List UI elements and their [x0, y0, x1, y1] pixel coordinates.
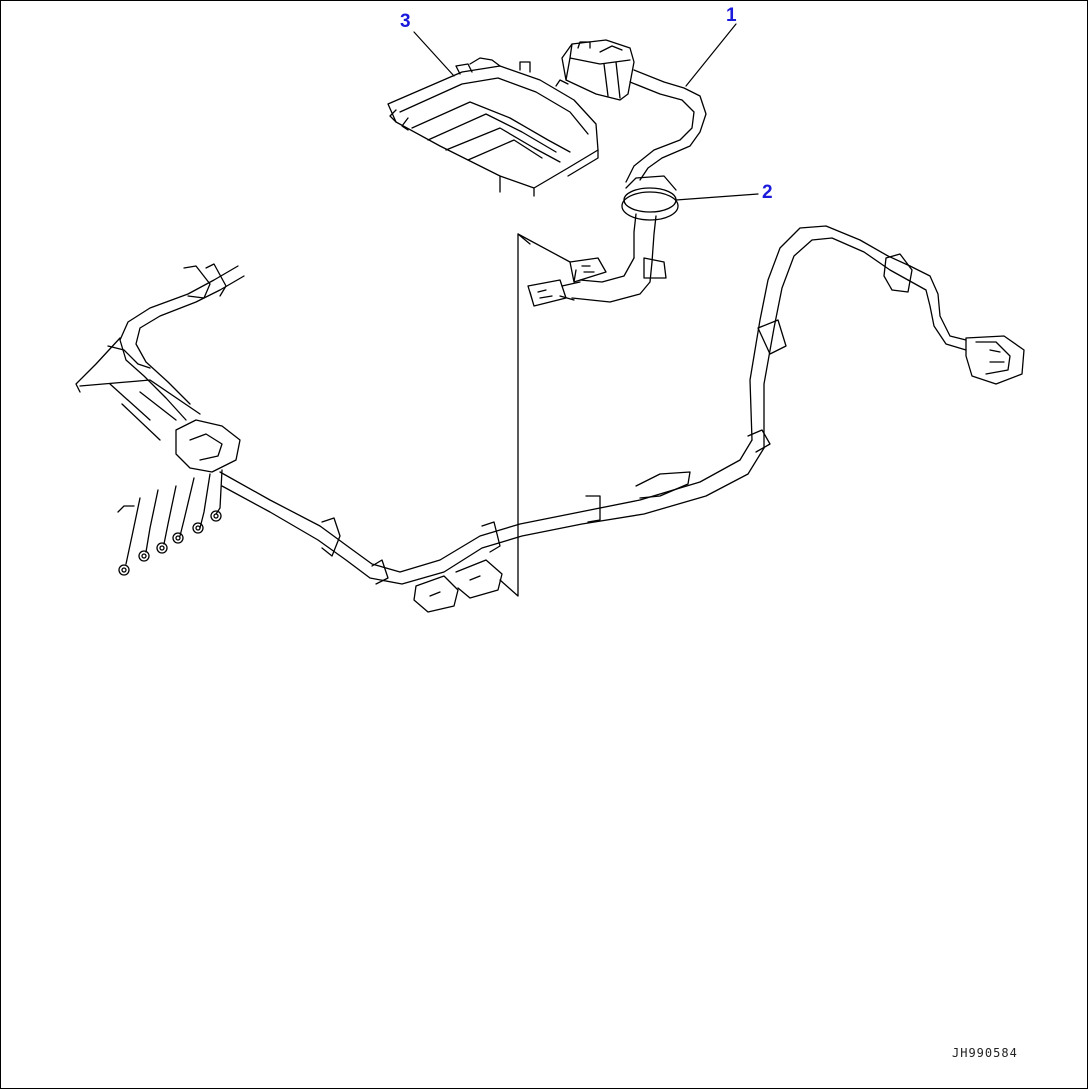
callout-3: 3	[400, 11, 411, 32]
wiring-harness-1	[561, 39, 707, 183]
callout-2: 2	[762, 182, 773, 203]
controller-unit	[387, 57, 599, 197]
callout-1: 1	[726, 5, 737, 26]
drawing-id: JH990584	[952, 1046, 1018, 1060]
leader-lines	[499, 233, 571, 597]
branch-connectors	[527, 257, 667, 307]
ground-terminals	[117, 469, 223, 576]
callout-leaders	[413, 23, 759, 201]
main-harness	[75, 225, 1025, 613]
grommet-2	[621, 175, 679, 263]
